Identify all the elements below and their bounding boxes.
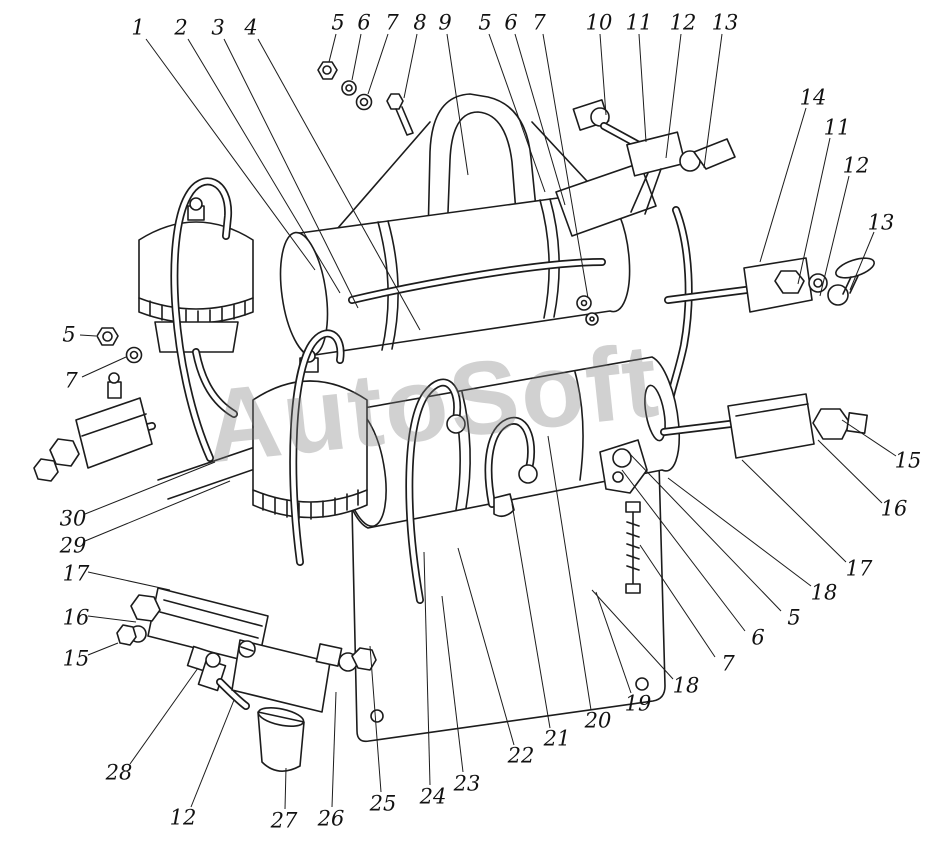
right-drain-valve: [664, 257, 875, 313]
tank-face-ports: [576, 295, 599, 326]
fasteners-top: [317, 61, 414, 136]
fasteners-left: [96, 327, 143, 364]
left-valve: [33, 372, 156, 482]
filter-cartridge-lower: [252, 349, 368, 520]
right-lower-valve: [660, 393, 868, 459]
lower-left-valve-assembly: [116, 587, 377, 772]
filter-cartridge-upper: [138, 197, 254, 418]
